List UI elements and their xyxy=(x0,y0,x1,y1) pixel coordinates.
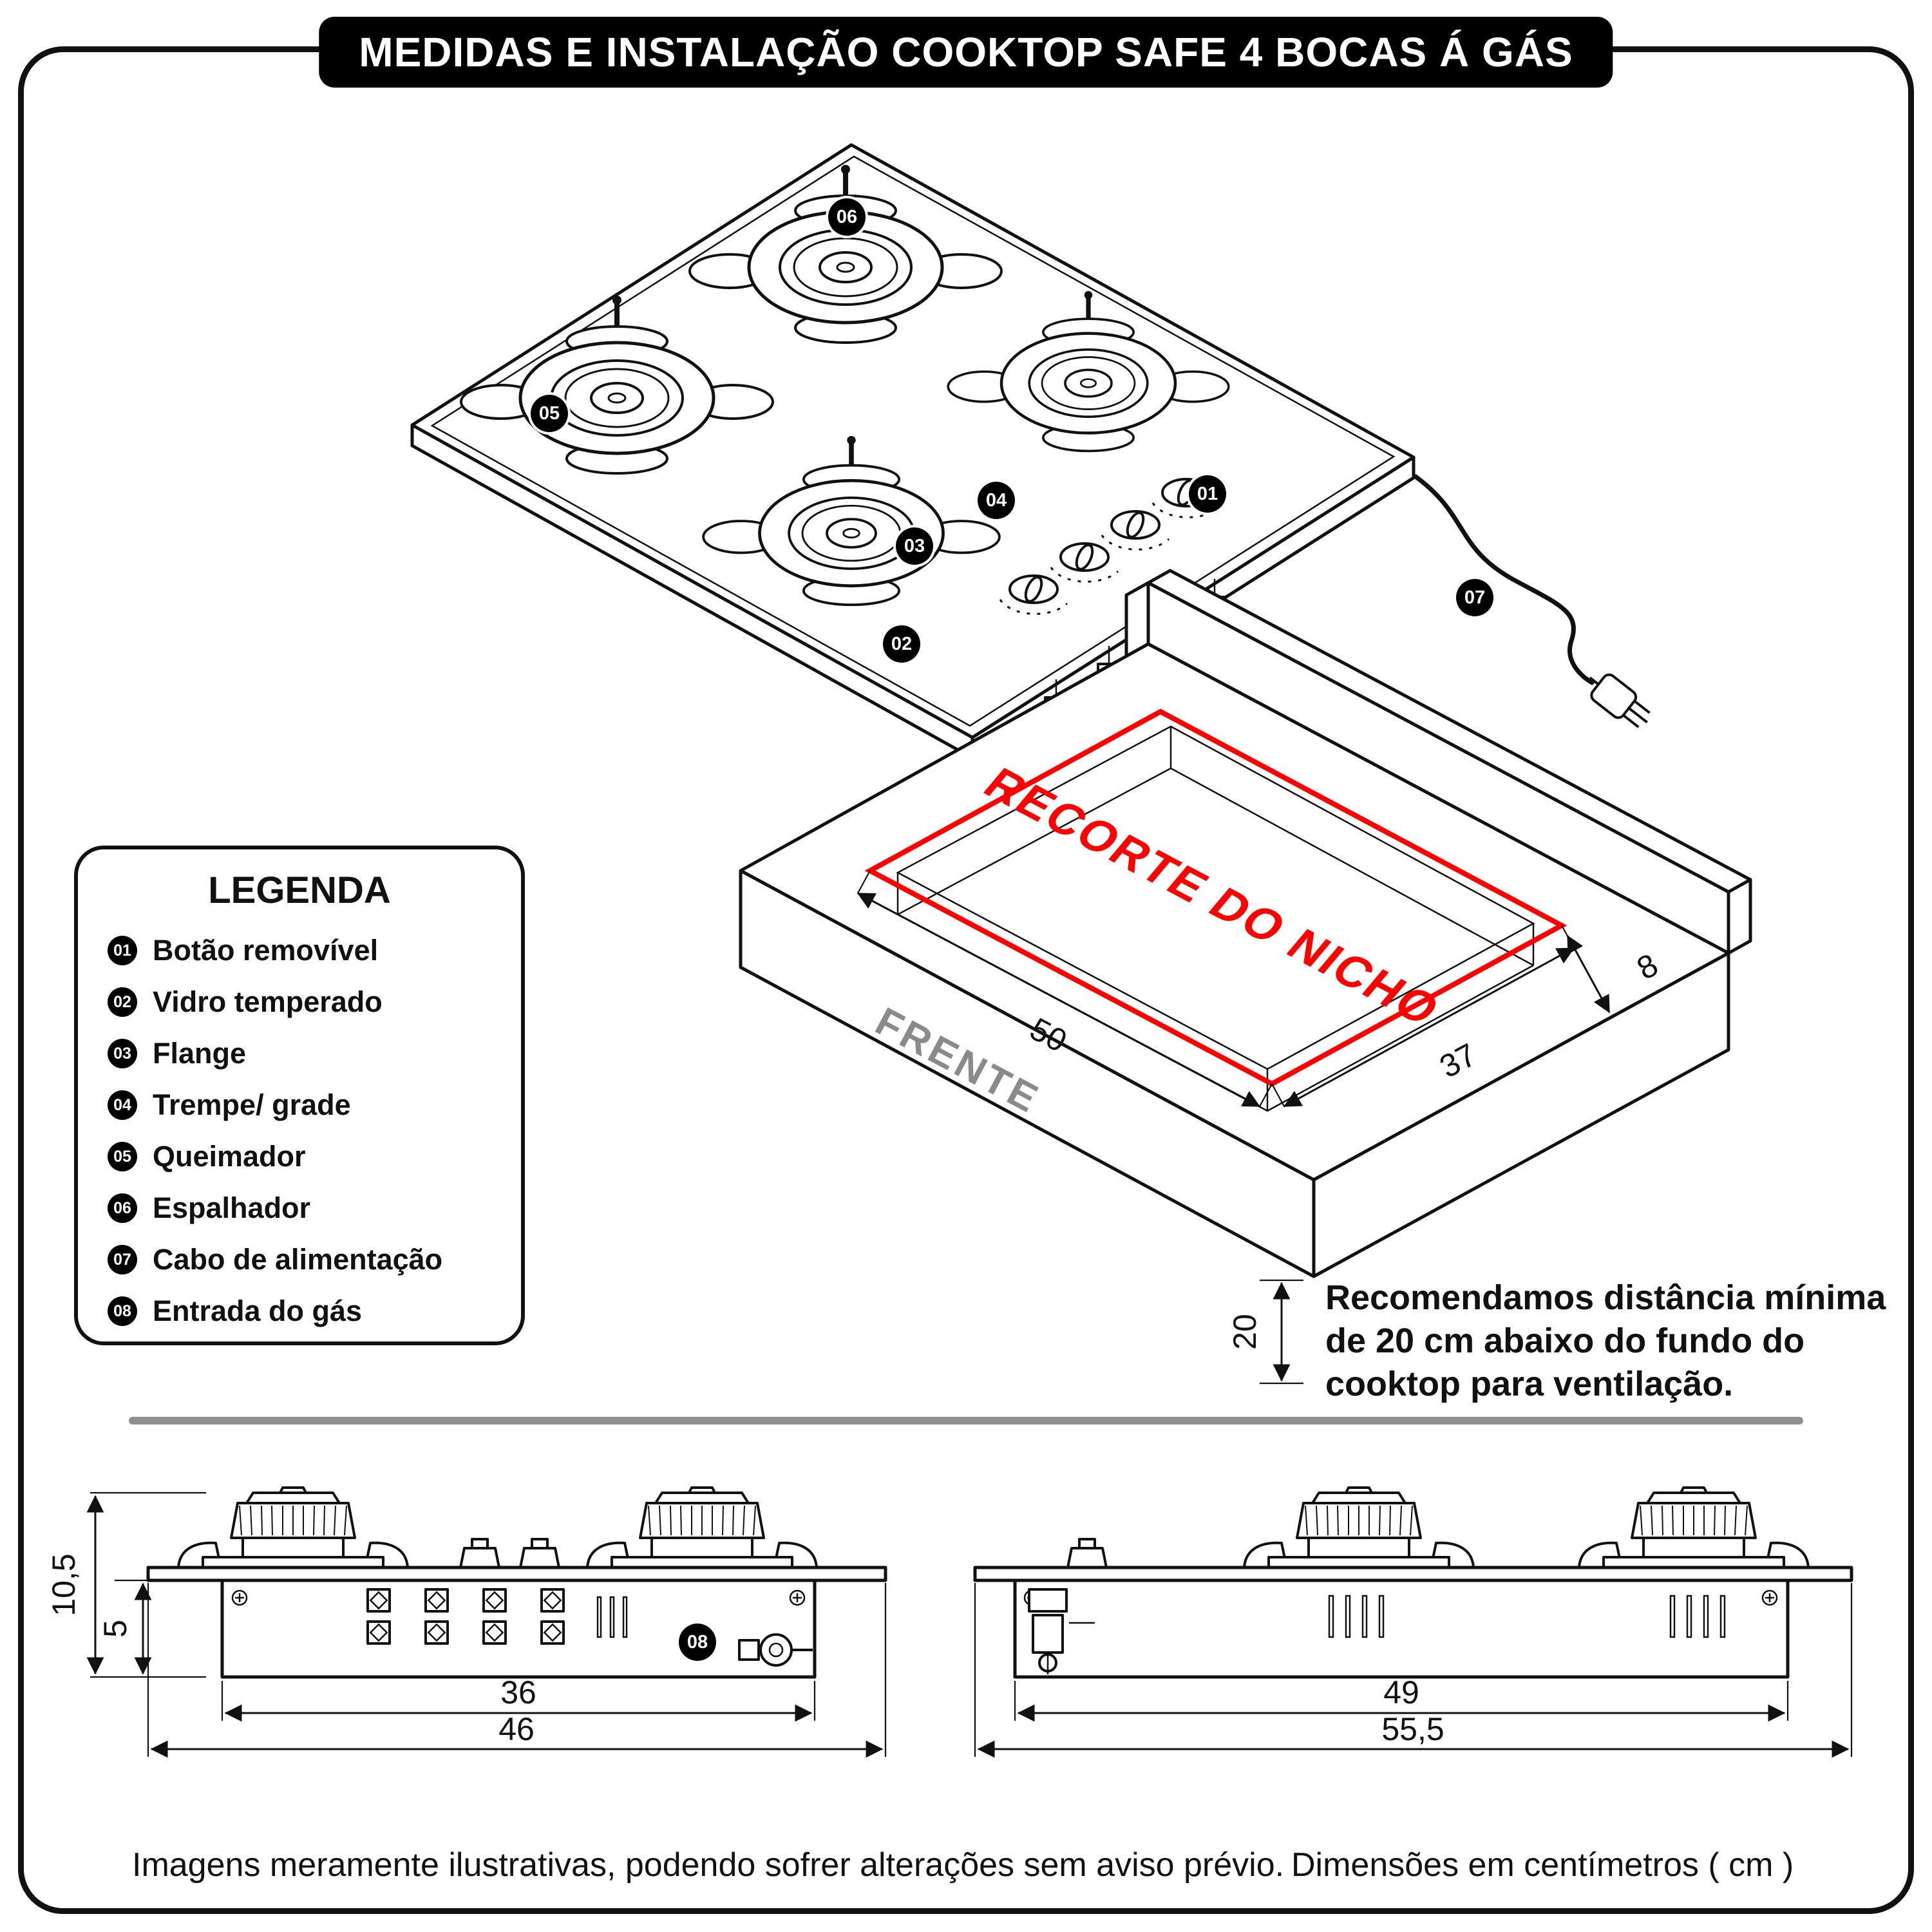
legend-item: 04 Trempe/ grade xyxy=(108,1088,521,1122)
dim-body-width: 36 xyxy=(221,1674,816,1722)
burner-profile xyxy=(1578,1486,1810,1569)
knob-profile xyxy=(1066,1538,1108,1569)
legend-item: 02 Vidro temperado xyxy=(108,985,521,1019)
legend-badge: 02 xyxy=(108,987,137,1017)
page-title: MEDIDAS E INSTALAÇÃO COOKTOP SAFE 4 BOCA… xyxy=(319,17,1613,88)
body-profile xyxy=(1013,1578,1790,1679)
callout-07: 07 xyxy=(1456,579,1493,616)
units-text: Dimensões em centímetros ( cm ) xyxy=(1291,1846,1794,1884)
glass-profile xyxy=(973,1566,1853,1582)
counter-front-right-face xyxy=(1312,951,1730,1278)
legend-item: 03 Flange xyxy=(108,1037,521,1070)
gas-valve-assembly xyxy=(1028,1588,1095,1674)
dim-total-depth: 55,5 xyxy=(974,1583,1853,1758)
section-divider xyxy=(129,1417,1803,1425)
svg-text:36: 36 xyxy=(500,1674,536,1710)
svg-text:10,5: 10,5 xyxy=(46,1553,82,1616)
ventilation-note: Recomendamos distância mínima de 20 cm a… xyxy=(1325,1276,1886,1406)
ventilation-note-line: cooktop para ventilação. xyxy=(1325,1364,1734,1403)
burner-profile xyxy=(586,1486,818,1569)
ventilation-note-line: de 20 cm abaixo do fundo do xyxy=(1325,1321,1805,1360)
dim-body-height: 5 xyxy=(97,1579,219,1675)
svg-text:49: 49 xyxy=(1383,1674,1419,1710)
legend-item: 08 Entrada do gás xyxy=(108,1294,521,1328)
legend-item-label: Queimador xyxy=(153,1140,306,1173)
callout-04: 04 xyxy=(978,482,1015,519)
knob-profile xyxy=(519,1538,560,1569)
legend-item-label: Entrada do gás xyxy=(153,1294,363,1327)
dim-total-width: 46 xyxy=(147,1583,887,1758)
legend-item: 06 Espalhador xyxy=(108,1191,521,1225)
counter-illustration: RECORTE DO NICHO FRENTE 50 37 8 xyxy=(739,569,1752,1385)
legend-item: 05 Queimador xyxy=(108,1140,521,1173)
legend-item-label: Botão removível xyxy=(153,934,379,967)
gas-inlet xyxy=(738,1633,813,1667)
callout-01: 01 xyxy=(1189,475,1226,513)
burner-profile xyxy=(1243,1486,1475,1569)
svg-text:55,5: 55,5 xyxy=(1381,1711,1444,1747)
legend-badge: 03 xyxy=(108,1039,137,1068)
callout-03: 03 xyxy=(896,527,933,565)
legend-badge: 08 xyxy=(108,1296,137,1326)
front-elevation: 10,5 5 36 46 xyxy=(46,1486,887,1758)
glass-profile xyxy=(146,1566,887,1582)
backsplash-right-end xyxy=(1727,878,1752,955)
legend-badge: 07 xyxy=(108,1245,137,1274)
callout-06: 06 xyxy=(828,198,866,236)
ventilation-note-line: Recomendamos distância mínima xyxy=(1325,1278,1886,1317)
body-profile xyxy=(220,1578,817,1679)
legend-item: 01 Botão removível xyxy=(108,934,521,967)
legend-item-label: Cabo de alimentação xyxy=(153,1243,443,1276)
legend-item-label: Espalhador xyxy=(153,1191,311,1224)
disclaimer-text: Imagens meramente ilustrativas, podendo … xyxy=(132,1846,1285,1884)
legend-badge: 04 xyxy=(108,1090,137,1120)
legend-item: 07 Cabo de alimentação xyxy=(108,1243,521,1276)
callout-05: 05 xyxy=(531,395,568,432)
side-elevation: 49 55,5 xyxy=(973,1486,1853,1758)
dim-total-height: 10,5 xyxy=(46,1492,206,1678)
legend-badge: 06 xyxy=(108,1193,137,1223)
legend-item-label: Vidro temperado xyxy=(153,985,383,1018)
dim-body-depth: 49 xyxy=(1014,1674,1789,1722)
power-cable xyxy=(1413,474,1595,685)
dim-clearance-below: 20 xyxy=(1227,1279,1303,1385)
legend-badge: 05 xyxy=(108,1142,137,1171)
legend-item-label: Trempe/ grade xyxy=(153,1088,351,1121)
knob-profile xyxy=(459,1538,500,1569)
svg-text:46: 46 xyxy=(498,1711,535,1747)
svg-text:5: 5 xyxy=(97,1620,133,1638)
legend-title: LEGENDA xyxy=(208,869,391,911)
legend-badge: 01 xyxy=(108,936,137,965)
legend: LEGENDA 01 Botão removível 02 Vidro temp… xyxy=(74,846,525,1345)
legend-item-label: Flange xyxy=(153,1037,247,1070)
burner-profile xyxy=(177,1486,409,1569)
callout-08: 08 xyxy=(679,1624,716,1661)
callout-02: 02 xyxy=(883,625,920,663)
svg-text:20: 20 xyxy=(1227,1314,1263,1350)
cooktop-illustration xyxy=(410,143,1651,760)
power-plug xyxy=(1589,673,1651,728)
